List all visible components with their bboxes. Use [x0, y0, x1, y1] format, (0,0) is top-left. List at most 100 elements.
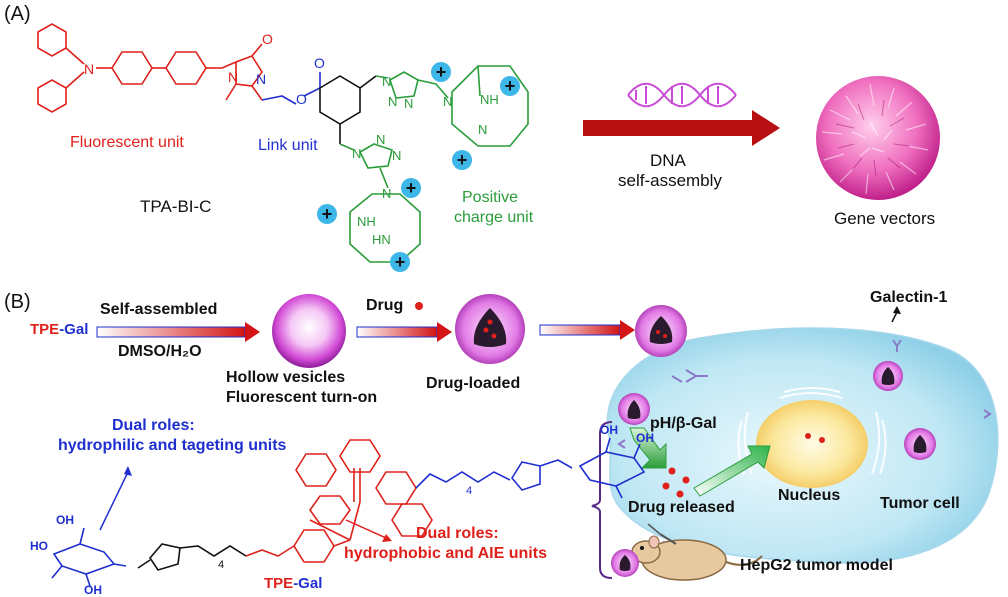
- tpe-text: TPE: [30, 321, 60, 338]
- tpa-nitrogen-atom: N: [84, 61, 94, 77]
- self-assembly-arrow: [583, 110, 780, 146]
- fluorescent-turn-on-label: Fluorescent turn-on: [226, 389, 378, 406]
- mouse-vesicle: [611, 549, 639, 577]
- galactose-right-structure: [578, 437, 646, 499]
- triazole2-n1: N: [352, 146, 361, 161]
- gene-vectors-label: Gene vectors: [834, 209, 936, 228]
- self-assembled-label: Self-assembled: [100, 301, 218, 318]
- ho-label: HO: [30, 539, 48, 553]
- triazole1-n1: N: [382, 74, 391, 89]
- ring2-nh-atom: NH: [357, 214, 376, 229]
- plus-charge-marker: [401, 178, 421, 198]
- mouse-icon: [631, 523, 763, 581]
- hollow-vesicle: [272, 294, 346, 368]
- positive-unit-label-1: Positive: [462, 189, 519, 206]
- plus-charge-marker: [390, 252, 410, 272]
- oh-label-4: OH: [636, 431, 654, 445]
- panel-b-label: (B): [4, 291, 31, 313]
- drug-loaded-label: Drug-loaded: [426, 375, 521, 392]
- self-assembled-arrow: [96, 322, 260, 342]
- fluorescent-unit-structure: [37, 23, 263, 113]
- drug-released-label: Drug released: [628, 499, 735, 516]
- bracket: [591, 421, 613, 579]
- imidazolone-oxygen-atom: O: [262, 31, 273, 47]
- nucleus-entry-arrow: [693, 445, 771, 497]
- tpe-gal-structure-caption: TPE-Gal: [264, 576, 322, 591]
- fluorescent-unit-label: Fluorescent unit: [70, 134, 184, 151]
- cell-entry-arrow: [539, 320, 635, 340]
- triazole2-n3: N: [392, 148, 401, 163]
- imidazolone-nitrogen2-atom: N: [256, 71, 266, 87]
- drug-dot-icon: [415, 302, 423, 310]
- ring1-n-atom: N: [443, 94, 452, 109]
- tumor-cell: [606, 327, 999, 564]
- membrane-vesicle: [635, 305, 687, 357]
- solvent-label: DMSO/H₂O: [118, 343, 202, 360]
- cell-vesicle-top-right: [873, 361, 903, 391]
- dual-roles-red-desc: hydrophobic and AIE units: [344, 545, 547, 562]
- link-unit-label: Link unit: [258, 137, 318, 154]
- plus-charge-sign: +: [406, 178, 417, 198]
- drug-loading-arrow: [356, 322, 452, 342]
- cell-vesicle-right: [904, 428, 936, 460]
- hepg2-label: HepG2 tumor model: [740, 557, 893, 574]
- oh-label-2: OH: [84, 583, 102, 597]
- tumor-cell-label: Tumor cell: [880, 495, 960, 512]
- oh-label: OH: [56, 513, 74, 527]
- dual-roles-blue-title: Dual roles:: [112, 417, 195, 434]
- plus-charge-sign: +: [395, 252, 406, 272]
- tpe-gal-start-label: TPE-Gal: [30, 322, 88, 337]
- ring2-n-atom: N: [382, 186, 391, 201]
- plus-charge-sign: +: [322, 204, 333, 224]
- ph-gal-label: pH/β-Gal: [650, 415, 717, 432]
- dual-roles-blue-desc: hydrophilic and tageting units: [58, 437, 287, 454]
- plus-charge-marker: [500, 76, 520, 96]
- triazole2-n2: N: [376, 132, 385, 147]
- arrow-label-dna: DNA: [650, 151, 686, 170]
- arrow-label-self-assembly: self-assembly: [618, 171, 722, 190]
- tpe-core-structure: [245, 439, 433, 563]
- gal-text: -Gal: [59, 321, 89, 338]
- oh-label-3: OH: [600, 423, 618, 437]
- nucleus: [756, 400, 868, 488]
- drug-dot-in-nucleus: [819, 437, 825, 443]
- dna-helix-icon: [627, 82, 737, 108]
- drug-label: Drug: [366, 297, 404, 314]
- central-benzene: [319, 75, 377, 144]
- cell-vesicle-left: [618, 393, 650, 425]
- carbonyl-oxygen-atom: O: [314, 55, 325, 71]
- gal-caption-text: -Gal: [293, 575, 323, 592]
- released-drug-dots: [662, 467, 690, 498]
- positive-unit-label-2: charge unit: [454, 209, 534, 226]
- positive-charge-structure-1: [375, 65, 529, 147]
- chain-index-left: 4: [218, 559, 225, 571]
- ring1-nh-atom: NH: [480, 92, 499, 107]
- ring2-hn-atom: HN: [372, 232, 391, 247]
- link-unit-structure: [261, 72, 321, 105]
- drug-loaded-vesicle: [455, 294, 525, 364]
- ester-oxygen-atom: O: [296, 91, 307, 107]
- plus-charge-sign: +: [457, 150, 468, 170]
- triazole-left-structure: [137, 543, 247, 571]
- chain-index-right: 4: [466, 485, 473, 497]
- positive-charge-markers: [317, 62, 520, 272]
- nucleus-label: Nucleus: [778, 487, 841, 504]
- tpe-upper-chain: [415, 459, 573, 491]
- imidazolone-nitrogen-atom: N: [228, 69, 238, 85]
- panel-a-label: (A): [4, 3, 31, 25]
- hydrophilic-pointer: [99, 466, 132, 531]
- triazole1-n3: N: [404, 96, 413, 111]
- plus-charge-marker: [452, 150, 472, 170]
- tpe-caption-text: TPE: [264, 575, 294, 592]
- galectin-label: Galectin-1: [870, 289, 948, 306]
- hollow-vesicles-label: Hollow vesicles: [226, 369, 346, 386]
- plus-charge-marker: [431, 62, 451, 82]
- compound-name: TPA-BI-C: [140, 197, 212, 216]
- drug-dot-in-nucleus: [805, 433, 811, 439]
- triazole1-n2: N: [388, 94, 397, 109]
- dual-roles-red-title: Dual roles:: [416, 525, 499, 542]
- plus-charge-sign: +: [436, 62, 447, 82]
- galectin-pointer: [891, 311, 898, 323]
- gene-vector-sphere: [816, 76, 940, 200]
